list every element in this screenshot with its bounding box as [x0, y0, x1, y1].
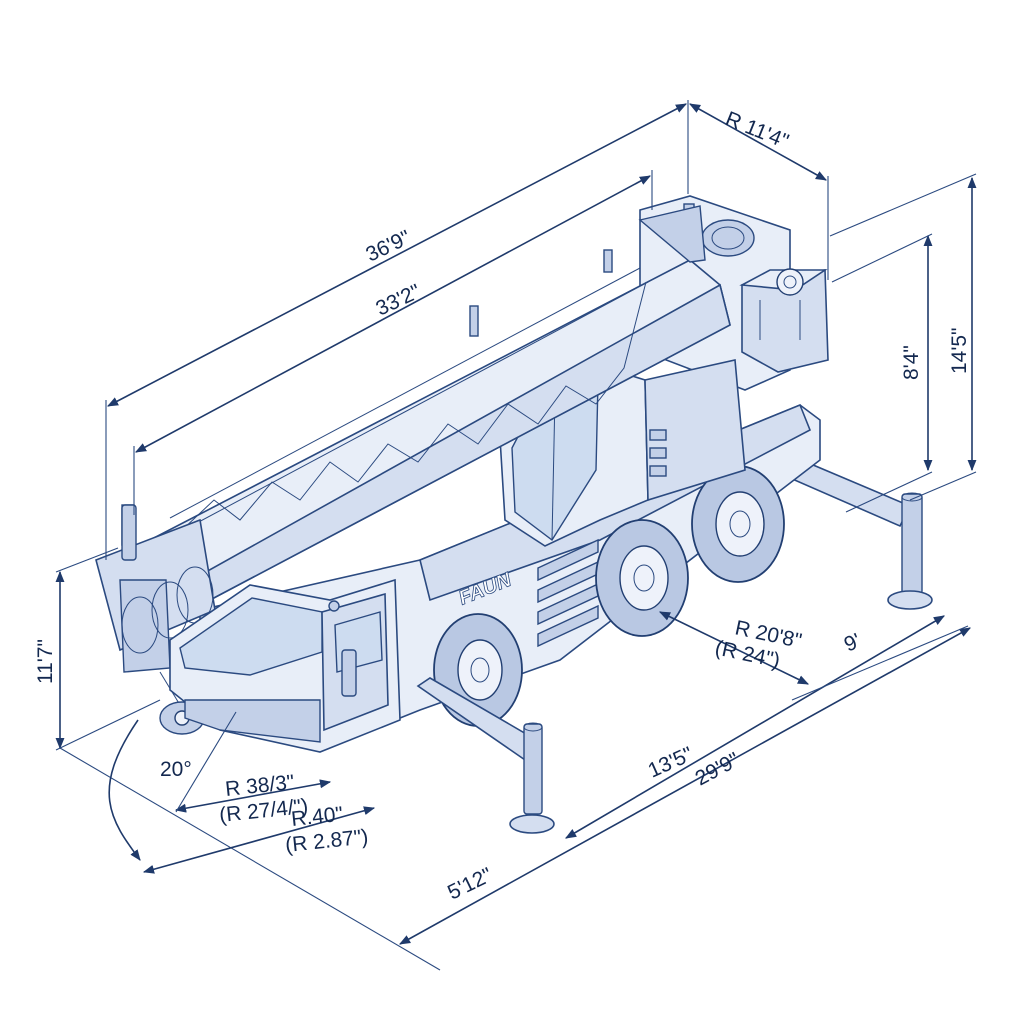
outrigger-span-label: 9'	[841, 629, 865, 656]
overall-height-label: 14'5"	[948, 327, 971, 374]
approach-angle-label: 20°	[160, 758, 192, 781]
tail-radius-label: R 11'4"	[722, 107, 792, 153]
boom-length-label: 33'2"	[372, 280, 424, 321]
dimension-lines	[55, 100, 977, 971]
rear-right-outrigger	[788, 461, 933, 610]
front-overhang-label: 5'12"	[444, 863, 496, 904]
wheel-rear-1	[595, 519, 689, 637]
front-height-label: 11'7"	[34, 639, 57, 684]
rear-left-outrigger	[121, 504, 137, 561]
outrigger-length-label: 29'9"	[692, 748, 744, 790]
overall-length-label: 36'9"	[362, 226, 414, 267]
driver-cab	[169, 578, 401, 753]
dimension-labels: 36'9" 33'2" R 11'4" 8'4" 14'5" 11'7" 20°…	[34, 107, 971, 904]
radius-small-label: R.40"	[290, 803, 344, 831]
wheel-rear-2	[691, 465, 785, 583]
counterweight-height-label: 8'4"	[900, 345, 923, 380]
